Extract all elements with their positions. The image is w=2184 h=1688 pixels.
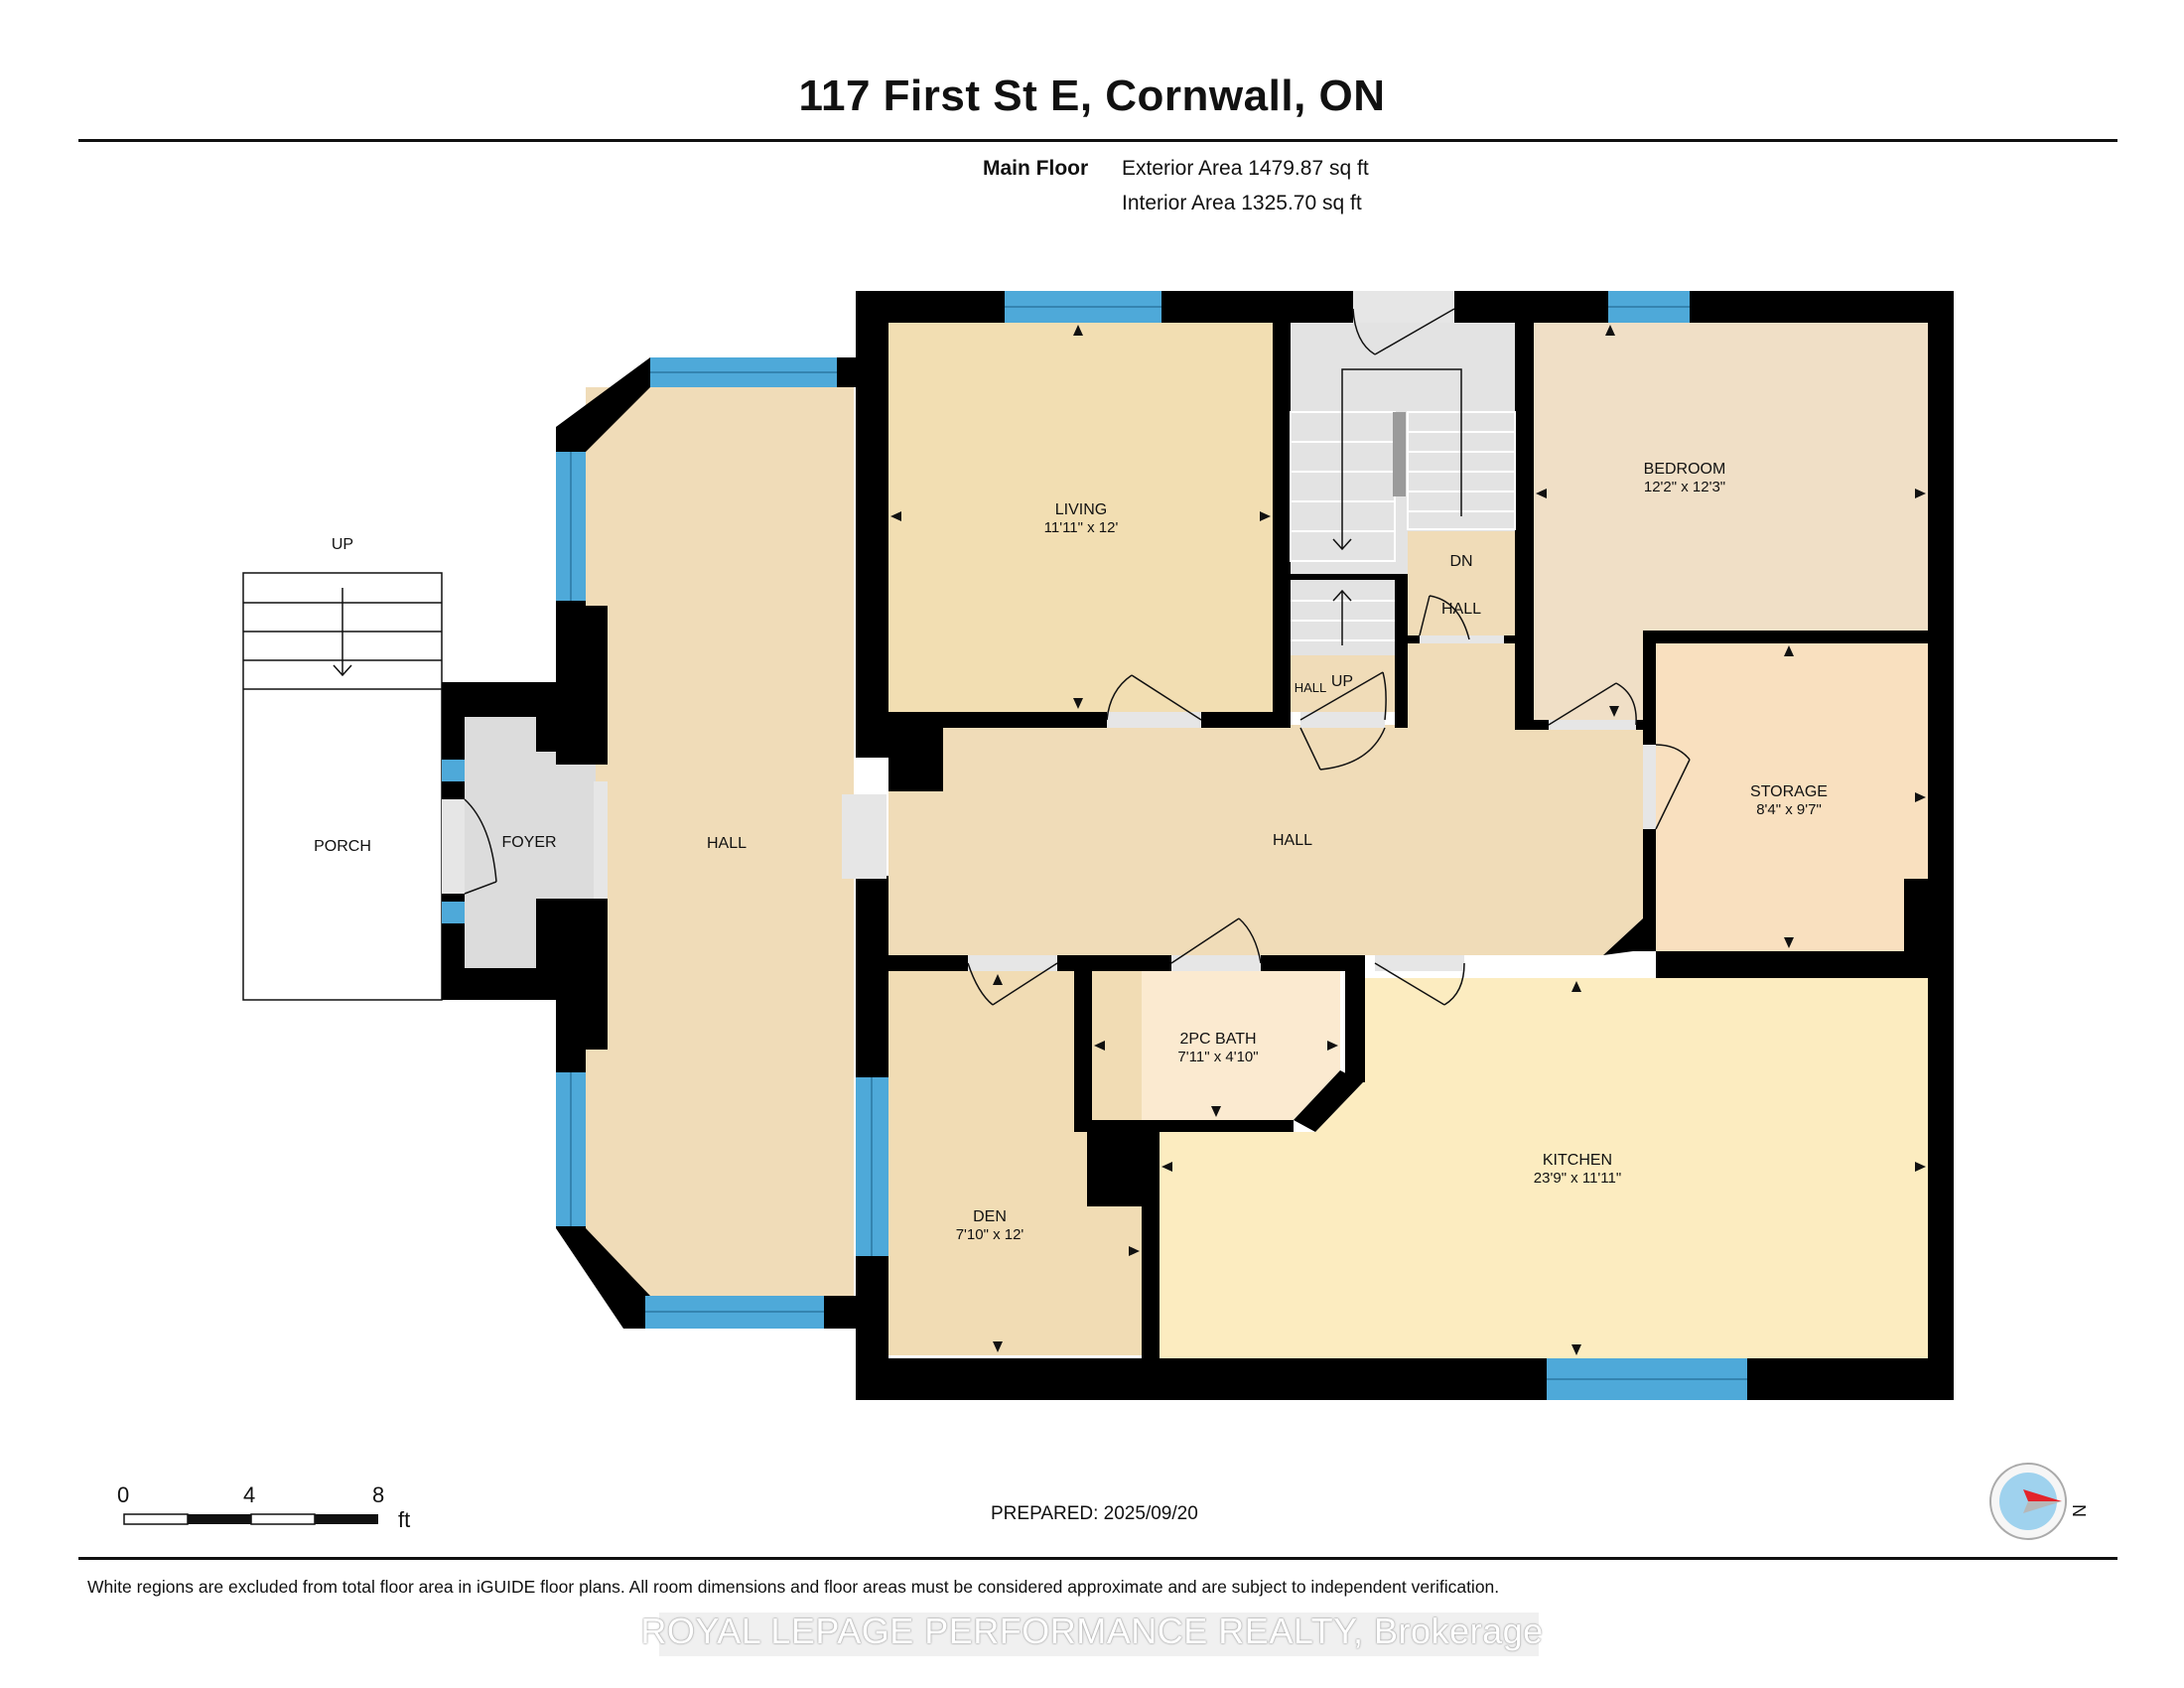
bedroom-dims: 12'2" x 12'3" [1644,479,1725,495]
left-hall-floor [586,387,854,1296]
door-swings [464,308,1691,1006]
bath-label: 2PC BATH [1179,1031,1256,1048]
den-dims: 7'10" x 12' [956,1226,1024,1243]
foyer-floor [465,717,596,968]
den-label: DEN [973,1208,1007,1225]
footer-rule [78,1557,2117,1560]
window-panes [570,306,1747,1380]
bedroom-label: BEDROOM [1644,461,1726,478]
door-openings [442,291,1656,971]
exterior-area: Exterior Area 1479.87 sq ft [1122,157,1369,180]
living-label: LIVING [1055,501,1107,518]
left-hall-label: HALL [707,835,747,852]
watermark: ROYAL LEPAGE PERFORMANCE REALTY, Brokera… [640,1611,1544,1651]
stair-up-label: UP [1331,673,1353,690]
main-hall-label: HALL [1273,832,1312,849]
stair-arrows [1332,368,1462,645]
kitchen-dims: 23'9" x 11'11" [1534,1170,1621,1187]
prepared-date: PREPARED: 2025/09/20 [991,1503,1198,1524]
compass-icon: N [1989,1463,2089,1540]
stair-down-label: DN [1449,553,1472,570]
interior-area: Interior Area 1325.70 sq ft [1122,192,1362,214]
kitchen-label: KITCHEN [1543,1152,1612,1169]
disclaimer: White regions are excluded from total fl… [87,1577,1500,1597]
bath-dims: 7'11" x 4'10" [1177,1049,1258,1065]
bath-floor [1092,968,1340,1120]
stair-hall-label: HALL [1295,680,1327,695]
living-dims: 11'11" x 12' [1044,519,1119,536]
porch-label: PORCH [314,838,371,855]
header-rule [78,139,2117,142]
foyer-label: FOYER [501,834,556,851]
small-hall-floor [1408,531,1515,642]
dimension-arrows [890,325,1926,1355]
scale-tick-0: 0 [117,1482,130,1507]
scale-bar [123,1513,378,1525]
porch [242,572,443,1001]
scale-tick-4: 4 [243,1482,256,1507]
floor-name: Main Floor [983,157,1089,180]
stair-hall-floor [1291,655,1395,712]
storage-floor [1656,643,1928,951]
storage-label: STORAGE [1750,783,1828,800]
page-title: 117 First St E, Cornwall, ON [798,71,1386,120]
porch-up-label: UP [332,536,353,553]
scale-tick-8: 8 [372,1482,385,1507]
scale-unit: ft [398,1507,411,1532]
kitchen-floor [1160,978,1928,1358]
compass-label: N [2069,1504,2089,1517]
living-floor [888,323,1273,712]
storage-dims: 8'4" x 9'7" [1756,801,1822,818]
main-hall-floor [888,725,1643,955]
watermark-backdrop [659,1613,1539,1656]
small-hall-label: HALL [1441,601,1481,618]
